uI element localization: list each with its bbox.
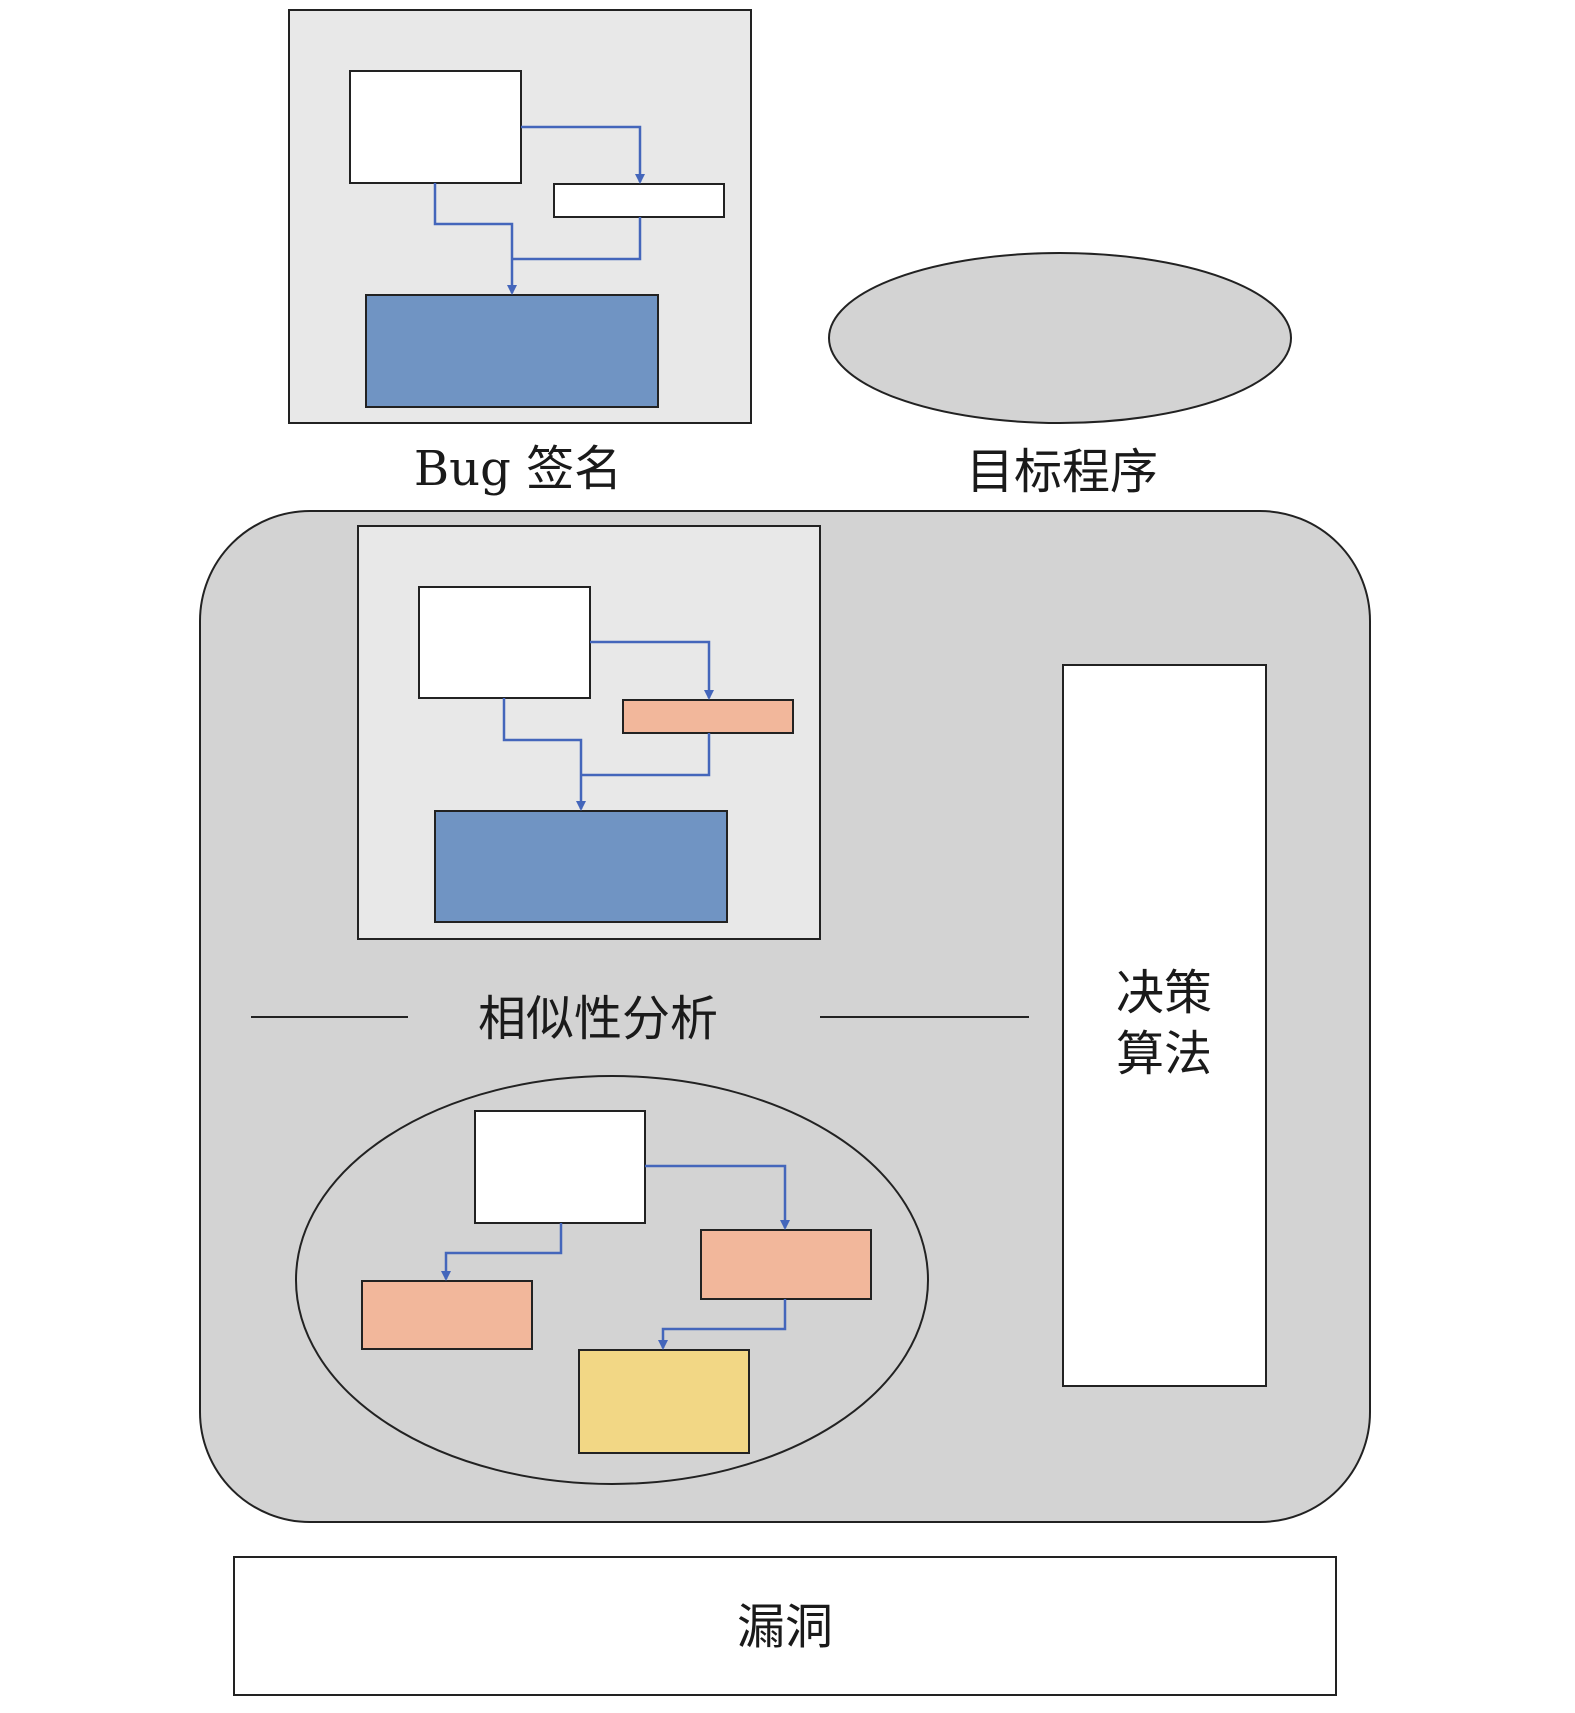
matched-node-thin: [622, 699, 794, 734]
target-node-top: [474, 1110, 646, 1224]
matched-signature-panel: [357, 525, 821, 940]
target-node-right: [700, 1229, 872, 1300]
bug-signature-panel: [288, 9, 752, 424]
decision-label-line2: 算法: [1116, 1026, 1212, 1082]
target-graph-ellipse: [295, 1075, 929, 1485]
decision-algorithm-box: [1062, 664, 1267, 1387]
target-edge-3: [658, 1299, 787, 1350]
matched-node-top: [418, 586, 591, 699]
matched-edge-3: [581, 733, 711, 777]
vulnerability-box: [233, 1556, 1337, 1696]
decision-label-line1: 决策: [1116, 965, 1212, 1021]
matched-edge-1: [590, 640, 714, 700]
matched-node-bottom: [434, 810, 728, 923]
bug-edge-3: [512, 217, 642, 261]
similarity-analysis-label: 相似性分析: [478, 991, 718, 1047]
bug-node-top: [349, 70, 522, 184]
target-program-label: 目标程序: [966, 444, 1158, 500]
target-node-bottom: [578, 1349, 750, 1454]
vulnerability-label: 漏洞: [737, 1599, 833, 1655]
target-edge-1: [645, 1164, 790, 1230]
bug-signature-label: Bug 签名: [414, 441, 622, 497]
bug-edge-1: [521, 125, 645, 184]
target-node-left: [361, 1280, 533, 1350]
target-program-ellipse: [828, 252, 1292, 424]
bug-node-thin: [553, 183, 725, 218]
bug-node-bottom: [365, 294, 659, 408]
target-edge-2: [441, 1223, 563, 1281]
